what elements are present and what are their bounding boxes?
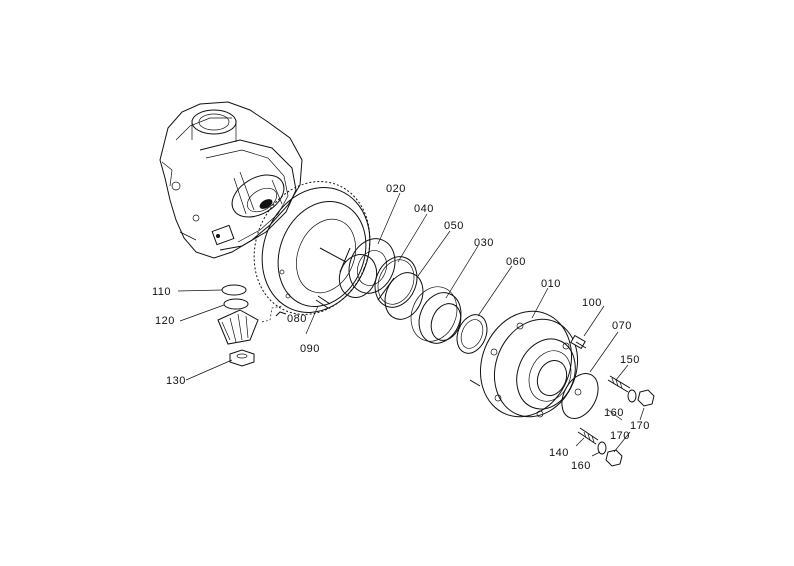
label-100: 100 bbox=[582, 297, 602, 309]
label-150: 150 bbox=[620, 354, 640, 366]
label-080: 080 bbox=[287, 313, 307, 325]
pinion-gear bbox=[217, 309, 259, 345]
label-120: 120 bbox=[155, 315, 175, 327]
label-010: 010 bbox=[541, 278, 561, 290]
stud-150 bbox=[607, 375, 631, 393]
hub-010 bbox=[469, 310, 582, 418]
label-160b: 160 bbox=[571, 460, 591, 472]
bolt-090 bbox=[315, 295, 331, 309]
bearing-030 bbox=[410, 286, 462, 344]
snap-ring-050 bbox=[384, 272, 424, 320]
label-130: 130 bbox=[166, 375, 186, 387]
label-110: 110 bbox=[152, 286, 172, 298]
ring-gear bbox=[253, 181, 371, 315]
label-040: 040 bbox=[414, 203, 434, 215]
nut-130 bbox=[229, 349, 255, 367]
washer-160a bbox=[627, 389, 637, 403]
washer-110 bbox=[221, 284, 247, 296]
label-030: 030 bbox=[474, 237, 494, 249]
washer-120 bbox=[223, 298, 249, 310]
label-140: 140 bbox=[549, 447, 569, 459]
label-020: 020 bbox=[386, 183, 406, 195]
label-050: 050 bbox=[444, 220, 464, 232]
label-060: 060 bbox=[506, 256, 526, 268]
label-070: 070 bbox=[612, 320, 632, 332]
nut-170b bbox=[605, 449, 623, 467]
stud-140 bbox=[577, 427, 599, 445]
bolt-100 bbox=[570, 334, 587, 350]
nut-170a bbox=[637, 389, 655, 407]
bearing-020 bbox=[338, 238, 396, 301]
label-090: 090 bbox=[300, 343, 320, 355]
washer-160b bbox=[597, 441, 607, 455]
label-170b: 170 bbox=[610, 430, 630, 442]
ring-040 bbox=[374, 256, 418, 308]
seal-060 bbox=[456, 314, 488, 354]
label-170a: 170 bbox=[630, 420, 650, 432]
leader-lines bbox=[177, 192, 645, 457]
axle-housing bbox=[159, 101, 303, 259]
cover-070 bbox=[561, 373, 599, 419]
label-160a: 160 bbox=[604, 407, 624, 419]
pin-080 bbox=[275, 311, 287, 317]
